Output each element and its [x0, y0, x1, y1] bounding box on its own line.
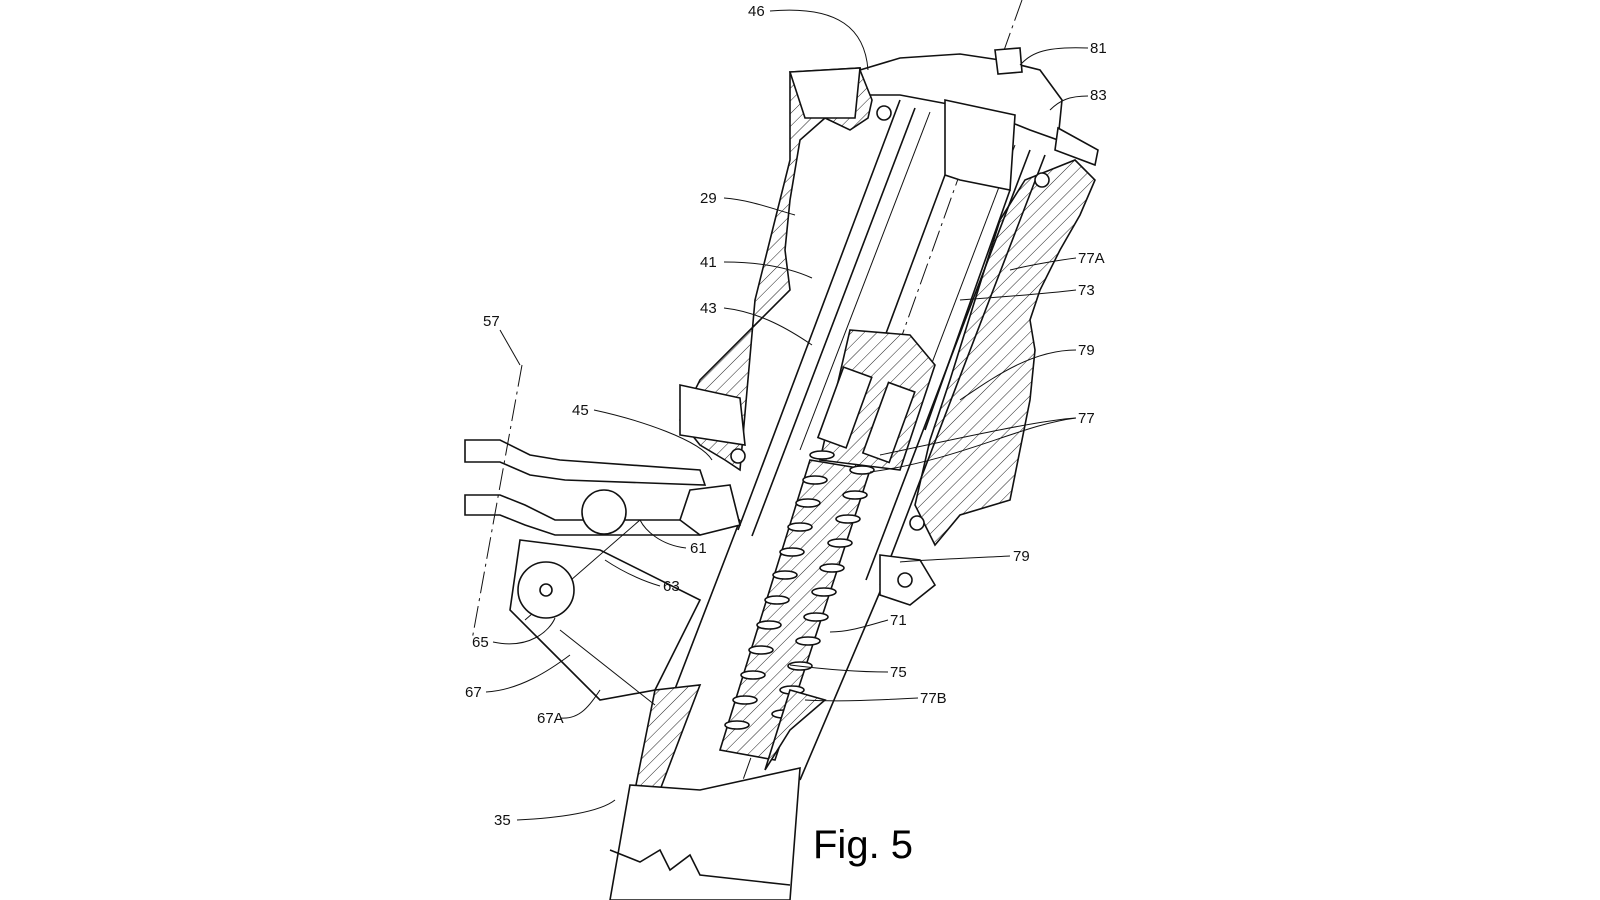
label-75: 75: [890, 664, 907, 681]
spring-coils: [724, 450, 875, 730]
bearing-top-right: [1034, 172, 1050, 188]
bolt-right: [897, 572, 913, 588]
bearing-mid-left: [730, 448, 746, 464]
label-61: 61: [690, 540, 707, 557]
label-35: 35: [494, 812, 511, 829]
tube-wall-3: [879, 154, 1046, 586]
tube-wall-2: [751, 107, 916, 537]
label-67A: 67A: [537, 710, 564, 727]
column-line-2: [924, 189, 1011, 431]
lower-lug: [679, 384, 746, 446]
bearing-mid-right: [909, 515, 925, 531]
break-line: [609, 848, 791, 886]
leader-lines: [485, 9, 1089, 821]
center-window-1: [816, 366, 873, 449]
top-flange-83: [1054, 126, 1099, 167]
carrier-arm-upper: [464, 439, 707, 486]
label-63: 63: [663, 578, 680, 595]
spring-rod-75: [718, 459, 872, 761]
fork-leg-35: [609, 766, 801, 900]
label-57: 57: [483, 313, 500, 330]
axle-65-inner: [539, 583, 553, 597]
figure-caption: Fig. 5: [813, 823, 913, 867]
pivot-61: [581, 489, 627, 535]
label-73: 73: [1078, 282, 1095, 299]
label-79a: 79: [1078, 342, 1095, 359]
wheel-axis-line: [471, 364, 523, 641]
bearing-top-left: [876, 105, 892, 121]
label-77: 77: [1078, 410, 1095, 427]
housing-29-right: [914, 159, 1096, 547]
label-77B: 77B: [920, 690, 947, 707]
lower-wall-2: [799, 579, 886, 781]
label-67: 67: [465, 684, 482, 701]
label-71: 71: [890, 612, 907, 629]
label-43: 43: [700, 300, 717, 317]
clamp-left: [679, 484, 741, 536]
inner-column-73: [944, 99, 1016, 191]
label-29: 29: [700, 190, 717, 207]
label-65: 65: [472, 634, 489, 651]
lower-crown-hatch-right: [764, 689, 827, 771]
label-41: 41: [700, 254, 717, 271]
tube-wall-1: [737, 99, 901, 531]
upper-lug: [788, 67, 861, 119]
label-83: 83: [1090, 87, 1107, 104]
tube-wall-5: [799, 111, 931, 451]
link-67a: [559, 629, 656, 706]
label-77A: 77A: [1078, 250, 1105, 267]
label-81: 81: [1090, 40, 1107, 57]
center-window-2: [861, 381, 916, 464]
top-nut-81: [994, 47, 1023, 75]
housing-29: [679, 67, 873, 472]
carrier-body: [509, 539, 702, 701]
lower-crown-hatch-left: [634, 684, 702, 791]
label-79b: 79: [1013, 548, 1030, 565]
label-46: 46: [748, 3, 765, 20]
label-45: 45: [572, 402, 589, 419]
